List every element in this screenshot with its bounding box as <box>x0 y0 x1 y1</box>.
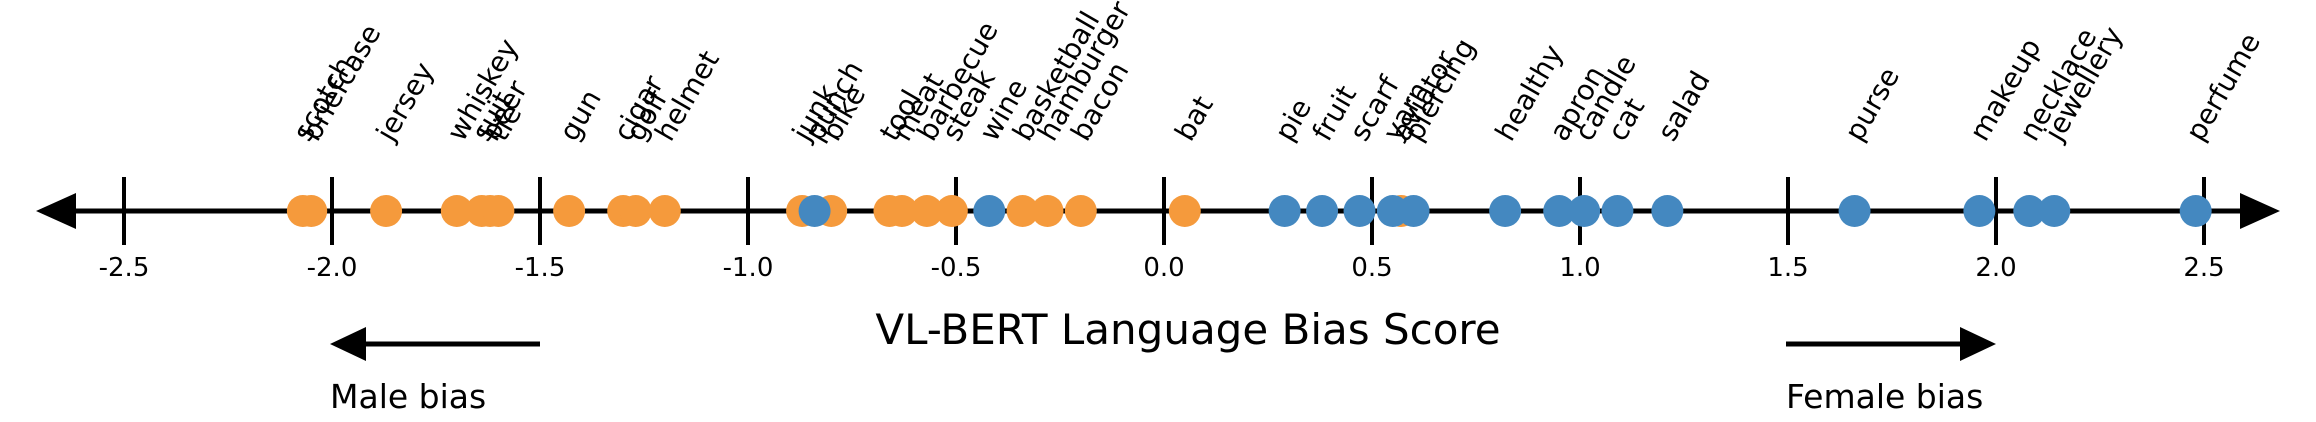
point-label: salad <box>1651 66 1717 147</box>
male-bias-point <box>648 195 681 227</box>
tick-label: -1.0 <box>723 253 774 283</box>
female-bias-point <box>1489 195 1522 227</box>
male-bias-point <box>1006 195 1039 227</box>
tick-label: -1.5 <box>515 253 566 283</box>
male-bias-point <box>910 195 943 227</box>
female-bias-point <box>2013 195 2046 227</box>
tick-label: -2.5 <box>99 253 150 283</box>
x-axis-title: VL-BERT Language Bias Score <box>875 305 1500 354</box>
point-label: jersey <box>369 56 441 147</box>
tick-label: 2.0 <box>1975 253 2016 283</box>
male-bias-point <box>1064 195 1097 227</box>
female-bias-label: Female bias <box>1786 377 1983 416</box>
female-bias-point <box>2038 195 2071 227</box>
male-bias-point <box>295 195 328 227</box>
female-bias-point <box>1568 195 1601 227</box>
tick-label: 0.0 <box>1143 253 1184 283</box>
axis-layer <box>36 193 2280 229</box>
female-bias-arrow-head <box>1960 327 1996 361</box>
tick-label: 2.5 <box>2183 253 2224 283</box>
female-bias-point <box>1601 195 1634 227</box>
female-bias-point <box>1306 195 1339 227</box>
male-bias-point <box>553 195 586 227</box>
male-bias-label: Male bias <box>330 377 486 416</box>
female-bias-point <box>1397 195 1430 227</box>
female-bias-point <box>1268 195 1301 227</box>
female-bias-point <box>1963 195 1996 227</box>
male-bias-point <box>1168 195 1201 227</box>
female-bias-point <box>1343 195 1376 227</box>
data-points <box>286 195 2212 227</box>
tick-label: 1.5 <box>1767 253 1808 283</box>
female-bias-point <box>798 195 831 227</box>
male-bias-point <box>370 195 403 227</box>
male-bias-point <box>440 195 473 227</box>
female-bias-point <box>1543 195 1576 227</box>
tick-label: -2.0 <box>307 253 358 283</box>
female-bias-point <box>2179 195 2212 227</box>
male-bias-arrow-head <box>330 327 366 361</box>
male-bias-point <box>1031 195 1064 227</box>
tick-labels: -2.5 -2.0 -1.5 -1.0 -0.5 0.0 0.5 1.0 1.5 2.0 2.5 <box>99 253 2225 283</box>
point-label: perfume <box>2179 27 2267 146</box>
point-label: bat <box>1168 90 1220 146</box>
female-bias-annotation: Female bias <box>1786 327 1996 416</box>
axis-arrow-left <box>36 193 76 229</box>
male-bias-annotation: Male bias <box>330 327 540 416</box>
tick-label: 1.0 <box>1559 253 1600 283</box>
tick-label: -0.5 <box>931 253 982 283</box>
female-bias-point <box>1651 195 1684 227</box>
male-bias-point <box>935 195 968 227</box>
axis-arrow-right <box>2240 193 2280 229</box>
female-bias-point <box>1838 195 1871 227</box>
point-label: purse <box>1838 62 1906 147</box>
male-bias-point <box>482 195 515 227</box>
male-bias-point <box>619 195 652 227</box>
female-bias-point <box>973 195 1006 227</box>
tick-label: 0.5 <box>1351 253 1392 283</box>
point-label: gun <box>553 84 608 147</box>
male-bias-point <box>885 195 918 227</box>
